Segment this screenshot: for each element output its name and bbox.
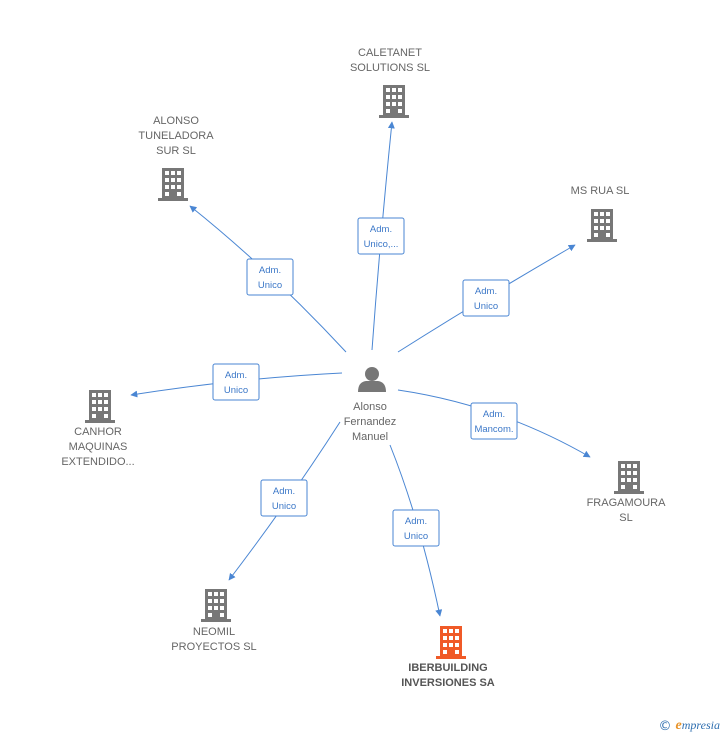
relation-label-alonso-tuneladora[interactable]: Adm. Unico xyxy=(246,258,294,296)
company-label: IBERBUILDING xyxy=(408,662,487,674)
company-label: TUNELADORA xyxy=(138,130,214,142)
building-icon xyxy=(201,589,231,622)
building-icon xyxy=(436,626,466,659)
company-label: INVERSIONES SA xyxy=(401,677,495,689)
company-label: MAQUINAS xyxy=(69,441,128,453)
relation-label-box xyxy=(212,363,260,401)
relation-label-text: Unico xyxy=(404,531,428,542)
company-label: SOLUTIONS SL xyxy=(350,62,430,74)
relation-label-box xyxy=(357,217,405,255)
company-label: FRAGAMOURA xyxy=(587,497,667,509)
relation-label-neomil[interactable]: Adm. Unico xyxy=(260,479,308,517)
company-node-alonso-tuneladora[interactable]: ALONSO TUNELADORA SUR SL xyxy=(138,115,214,201)
relation-label-text: Adm. xyxy=(225,370,247,381)
relation-label-box xyxy=(462,279,510,317)
person-name: Fernandez xyxy=(344,416,397,428)
company-node-iberbuilding[interactable]: IBERBUILDING INVERSIONES SA xyxy=(401,626,495,689)
building-icon xyxy=(614,461,644,494)
relation-label-box xyxy=(246,258,294,296)
person-name: Manuel xyxy=(352,431,388,443)
company-node-ms-rua[interactable]: MS RUA SL xyxy=(571,185,630,242)
building-icon xyxy=(85,390,115,423)
relation-label-text: Adm. xyxy=(405,516,427,527)
building-icon xyxy=(379,85,409,118)
relation-label-text: Unico xyxy=(258,280,282,291)
relation-label-text: Adm. xyxy=(259,265,281,276)
company-node-neomil[interactable]: NEOMIL PROYECTOS SL xyxy=(171,589,257,653)
company-label: CANHOR xyxy=(74,426,122,438)
person-icon xyxy=(358,367,386,392)
relation-label-text: Adm. xyxy=(475,286,497,297)
relation-label-canhor[interactable]: Adm. Unico xyxy=(212,363,260,401)
relation-label-caletanet[interactable]: Adm. Unico,... xyxy=(357,217,405,255)
company-label: ALONSO xyxy=(153,115,199,127)
person-name: Alonso xyxy=(353,401,387,413)
relation-label-text: Adm. xyxy=(273,486,295,497)
relation-label-box xyxy=(470,402,518,440)
company-label: EXTENDIDO... xyxy=(61,456,134,468)
relation-label-text: Adm. xyxy=(483,409,505,420)
relation-label-text: Unico xyxy=(224,385,248,396)
relation-label-text: Unico xyxy=(474,301,498,312)
company-node-fragamoura[interactable]: FRAGAMOURA SL xyxy=(587,461,667,524)
copyright-symbol: © xyxy=(658,718,672,734)
relation-label-text: Unico xyxy=(272,501,296,512)
company-node-caletanet[interactable]: CALETANET SOLUTIONS SL xyxy=(350,47,430,118)
building-icon xyxy=(158,168,188,201)
relation-label-box xyxy=(260,479,308,517)
relation-label-box xyxy=(392,509,440,547)
building-icon xyxy=(587,209,617,242)
relation-label-fragamoura[interactable]: Adm. Mancom. xyxy=(470,402,518,440)
company-label: MS RUA SL xyxy=(571,185,630,197)
relation-label-text: Adm. xyxy=(370,224,392,235)
relation-label-iberbuilding[interactable]: Adm. Unico xyxy=(392,509,440,547)
company-label: SL xyxy=(619,512,632,524)
company-label: PROYECTOS SL xyxy=(171,641,256,653)
company-label: CALETANET xyxy=(358,47,422,59)
company-label: NEOMIL xyxy=(193,626,235,638)
footer: © empresia xyxy=(659,718,720,734)
relation-label-ms-rua[interactable]: Adm. Unico xyxy=(462,279,510,317)
relation-label-text: Unico,... xyxy=(364,239,399,250)
empresia-logo[interactable]: empresia xyxy=(675,718,720,733)
company-label: SUR SL xyxy=(156,145,196,157)
relation-label-text: Mancom. xyxy=(474,424,513,435)
company-node-canhor[interactable]: CANHOR MAQUINAS EXTENDIDO... xyxy=(61,390,135,468)
